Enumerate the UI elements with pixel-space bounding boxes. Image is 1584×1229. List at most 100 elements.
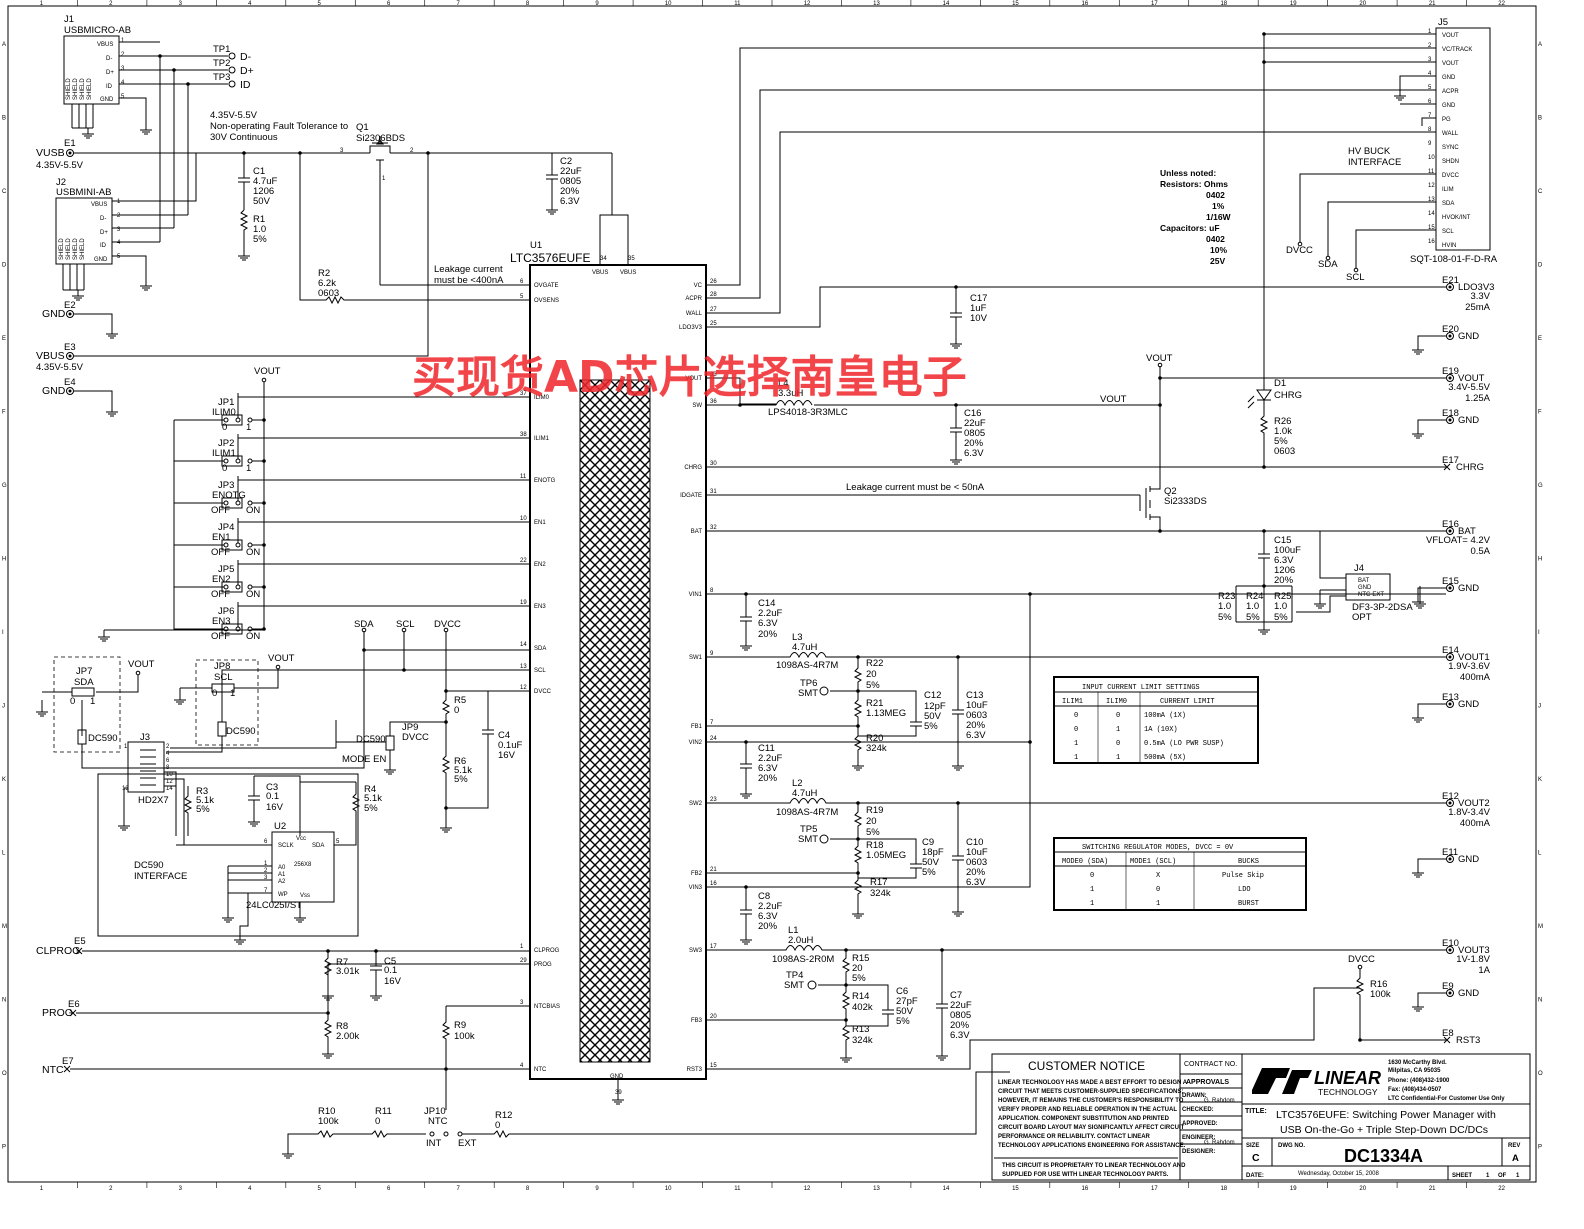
u1-pin-label: NTC	[534, 1067, 547, 1073]
svg-text:SUPPLIED FOR USE WITH LINEAR T: SUPPLIED FOR USE WITH LINEAR TECHNOLOGY …	[1002, 1172, 1169, 1178]
dc590-interface-box	[97, 773, 359, 937]
svg-text:20%: 20%	[950, 1020, 970, 1031]
svg-text:VUSB: VUSB	[36, 147, 65, 159]
output-terminal-ref: E19	[1442, 366, 1459, 377]
svg-text:0603: 0603	[966, 857, 987, 868]
svg-text:1: 1	[121, 38, 125, 44]
svg-text:X: X	[1156, 872, 1161, 880]
svg-text:1098AS-4R7M: 1098AS-4R7M	[776, 807, 838, 818]
svg-text:100k: 100k	[318, 1116, 339, 1127]
svg-text:R8: R8	[336, 1021, 348, 1032]
svg-text:5.1k: 5.1k	[364, 793, 382, 804]
svg-text:100uF: 100uF	[1274, 545, 1301, 556]
j5-pin-number: 6	[1428, 99, 1432, 105]
svg-text:L2: L2	[792, 778, 803, 789]
row-mark: J	[1538, 703, 1541, 709]
j5-pin-number: 12	[1428, 183, 1435, 189]
output-terminal-ref: E10	[1442, 938, 1459, 949]
u1-pin-label: CLPROG	[534, 948, 560, 954]
output-terminal-ref: E11	[1442, 847, 1458, 858]
svg-text:22uF: 22uF	[964, 418, 986, 429]
svg-text:VBUS: VBUS	[97, 42, 113, 48]
svg-text:5: 5	[336, 839, 340, 845]
j5-pin-number: 3	[1428, 57, 1432, 63]
col-mark: 12	[804, 1186, 811, 1192]
output-terminal-spec: 400mA	[1460, 818, 1491, 829]
col-mark: 11	[734, 1, 741, 7]
svg-text:HOWEVER, IT REMAINS THE CUSTOM: HOWEVER, IT REMAINS THE CUSTOMER'S RESPO…	[998, 1098, 1184, 1104]
u1-pin-label: ILIM1	[534, 436, 550, 442]
svg-text:R13: R13	[852, 1024, 869, 1035]
col-mark: 7	[456, 1, 460, 7]
svg-text:10uF: 10uF	[966, 847, 988, 858]
svg-text:R10: R10	[318, 1106, 335, 1117]
terminal-e1: E1 VUSB 4.35V-5.5V	[36, 138, 553, 171]
row-mark: P	[1538, 1144, 1542, 1150]
svg-text:6.3V: 6.3V	[964, 448, 984, 459]
design-notes: Unless noted: Resistors: Ohms 0402 1% 1/…	[1160, 168, 1232, 266]
charger-prog-network: E5 CLPROG E6 PROG E7 NTC R7 3.01k C5 0.1…	[36, 936, 1010, 1159]
svg-text:DC590: DC590	[88, 733, 118, 744]
svg-text:6.3V: 6.3V	[758, 911, 778, 922]
jumper-pos-b: ON	[246, 631, 260, 642]
svg-text:SHIELD: SHIELD	[80, 238, 86, 260]
svg-text:D+: D+	[240, 65, 254, 77]
svg-text:INTERFACE: INTERFACE	[1348, 157, 1401, 168]
j5-pin-label: VOUT	[1442, 61, 1459, 67]
u1-pin-label: VIN3	[689, 885, 703, 891]
svg-text:5%: 5%	[364, 803, 378, 814]
svg-text:402k: 402k	[852, 1002, 873, 1013]
svg-text:E1: E1	[64, 138, 76, 149]
svg-text:5%: 5%	[1274, 612, 1288, 623]
output-terminal-ref: E18	[1442, 408, 1459, 419]
svg-text:ID: ID	[100, 243, 107, 249]
svg-text:A0: A0	[278, 865, 286, 871]
connector-j5: J5 VOUT1VC/TRACK2VOUT3GND4ACPR5GND6PG7WA…	[1262, 17, 1498, 283]
svg-text:LINEAR TECHNOLOGY HAS MADE A B: LINEAR TECHNOLOGY HAS MADE A BEST EFFORT…	[998, 1080, 1188, 1086]
svg-text:NTC: NTC	[428, 1116, 448, 1127]
svg-text:R26: R26	[1274, 416, 1291, 427]
svg-text:10V: 10V	[970, 313, 988, 324]
i2c-bus: SDA SCL DVCC	[354, 619, 530, 693]
u1-pin-label: CHRG	[684, 465, 702, 471]
svg-text:20: 20	[866, 816, 877, 827]
svg-text:ILIM0: ILIM0	[1106, 698, 1127, 706]
row-mark: H	[2, 556, 6, 562]
svg-text:1: 1	[382, 176, 386, 182]
svg-text:CLPROG: CLPROG	[36, 945, 80, 957]
u1-pin-label: FB2	[691, 871, 703, 877]
row-mark: E	[1538, 336, 1542, 342]
battery-network: C15 100uF 6.3V 1206 20% R23 1.0 5% R24 1…	[1218, 529, 1446, 635]
svg-text:GND: GND	[94, 257, 108, 263]
row-mark: A	[1538, 42, 1542, 48]
svg-text:16V: 16V	[266, 802, 284, 813]
svg-text:BURST: BURST	[1238, 900, 1259, 908]
u1-pin-label: VC	[694, 283, 703, 289]
svg-text:1.0: 1.0	[1218, 601, 1231, 612]
output-terminal-ref: E20	[1442, 324, 1459, 335]
svg-text:GND: GND	[42, 308, 66, 320]
svg-text:2: 2	[117, 213, 121, 219]
output-terminal-spec: 1V-1.8V	[1456, 954, 1490, 965]
u1-pin-number: 28	[710, 292, 717, 298]
svg-text:PROG: PROG	[42, 1007, 73, 1019]
jumper-pos-a: OFF	[211, 631, 230, 642]
row-mark: J	[2, 703, 5, 709]
svg-text:Si2333DS: Si2333DS	[1164, 496, 1207, 507]
svg-text:3: 3	[264, 875, 268, 881]
svg-text:TP3: TP3	[213, 72, 230, 83]
col-mark: 11	[734, 1186, 741, 1192]
jumper-ref: JP2	[218, 438, 234, 449]
svg-text:MODE0 (SDA): MODE0 (SDA)	[1062, 858, 1108, 866]
svg-text:5.1k: 5.1k	[196, 795, 214, 806]
col-mark: 21	[1429, 1, 1436, 7]
j5-pin-label: DVCC	[1442, 173, 1460, 179]
terminal-e2: E2 GND	[42, 300, 118, 339]
u1-pin-number: 1	[520, 944, 524, 950]
u1-pin-number: 20	[710, 1014, 717, 1020]
svg-text:THIS CIRCUIT IS PROPRIETARY TO: THIS CIRCUIT IS PROPRIETARY TO LINEAR TE…	[1002, 1163, 1186, 1169]
svg-text:3.01k: 3.01k	[336, 966, 359, 977]
svg-text:18pF: 18pF	[922, 847, 944, 858]
svg-text:DC1334A: DC1334A	[1344, 1146, 1423, 1166]
svg-text:1: 1	[1116, 754, 1120, 762]
